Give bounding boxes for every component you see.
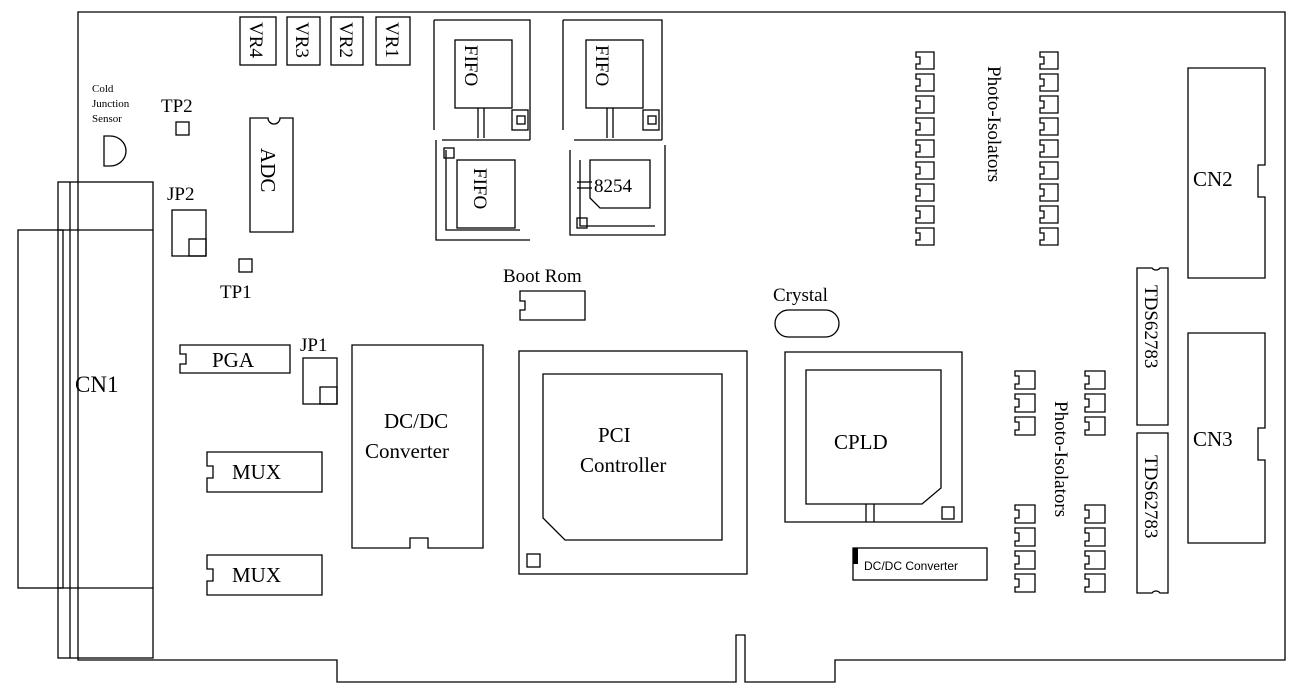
tds-label-upper: TDS62783 bbox=[1140, 285, 1161, 368]
fifo-chip-top-right: FIFO bbox=[562, 19, 663, 141]
jp1-label: JP1 bbox=[300, 335, 327, 356]
boot-rom-chip: Boot Rom bbox=[503, 266, 586, 321]
photo-isolators-bottom-right bbox=[1084, 370, 1106, 593]
cpld-label: CPLD bbox=[834, 430, 888, 454]
photo-isolators-top-right bbox=[1039, 51, 1059, 246]
board-outline bbox=[77, 11, 1286, 683]
tds-label-lower: TDS62783 bbox=[1140, 455, 1161, 538]
crystal: Crystal bbox=[773, 285, 840, 338]
tp1-test-point: TP1 bbox=[220, 258, 253, 303]
tp2-label: TP2 bbox=[161, 96, 193, 117]
photo-isolators-bottom-left bbox=[1014, 370, 1036, 593]
tds62783-lower: TDS62783 bbox=[1136, 432, 1169, 594]
fifo-chip-bottom: FIFO bbox=[435, 140, 530, 241]
adc-label: ADC bbox=[256, 148, 280, 192]
vr-trimmers: VR4 VR3 VR2 VR1 bbox=[239, 16, 411, 66]
mux-chip-lower: MUX bbox=[206, 554, 323, 596]
fifo-label-top-right: FIFO bbox=[591, 45, 612, 86]
dcdc-converter-small: DC/DC Converter bbox=[852, 547, 988, 581]
vr1-label: VR1 bbox=[381, 22, 402, 58]
photo-isolators-top-left bbox=[915, 51, 935, 246]
adc-chip: ADC bbox=[249, 117, 294, 233]
mux-label-upper: MUX bbox=[232, 460, 281, 484]
boot-rom-label: Boot Rom bbox=[503, 266, 582, 287]
mux-label-lower: MUX bbox=[232, 563, 281, 587]
fifo-label-top-left: FIFO bbox=[460, 45, 481, 86]
dcdc-small-label: DC/DC Converter bbox=[864, 559, 958, 573]
dcdc-big-label-2: Converter bbox=[365, 439, 449, 463]
dcdc-converter-module: DC/DC Converter bbox=[351, 344, 484, 549]
cold-junction-label-1: Cold bbox=[92, 83, 114, 95]
pga-label: PGA bbox=[212, 348, 255, 372]
fifo-label-bottom: FIFO bbox=[469, 168, 490, 209]
jp2-label: JP2 bbox=[167, 184, 194, 205]
ic-8254-label: 8254 bbox=[594, 176, 633, 197]
dcdc-big-label-1: DC/DC bbox=[384, 409, 448, 433]
photo-isolators-label-top: Photo-Isolators bbox=[983, 66, 1004, 182]
photo-isolators-label-bottom: Photo-Isolators bbox=[1050, 401, 1071, 517]
vr2-label: VR2 bbox=[335, 22, 356, 58]
ic-8254-chip: 8254 bbox=[569, 145, 666, 236]
vr3-label: VR3 bbox=[291, 22, 312, 58]
mux-chip-upper: MUX bbox=[206, 451, 323, 493]
cn2-label: CN2 bbox=[1193, 167, 1233, 191]
cold-junction-sensor: Cold Junction Sensor bbox=[92, 83, 130, 167]
cold-junction-label-2: Junction bbox=[92, 98, 130, 110]
cn3-label: CN3 bbox=[1193, 427, 1233, 451]
jp2-jumper: JP2 bbox=[167, 184, 207, 257]
tp1-label: TP1 bbox=[220, 282, 252, 303]
vr4-label: VR4 bbox=[245, 22, 266, 58]
cn1-connector: CN1 bbox=[17, 181, 154, 659]
cn2-connector: CN2 bbox=[1187, 67, 1266, 279]
fifo-chip-top-left: FIFO bbox=[433, 19, 531, 141]
pci-label-2: Controller bbox=[580, 453, 666, 477]
cn1-label: CN1 bbox=[75, 372, 118, 397]
jp1-jumper: JP1 bbox=[300, 335, 338, 405]
pci-label-1: PCI bbox=[598, 423, 631, 447]
pci-controller-chip: PCI Controller bbox=[518, 350, 748, 575]
pga-chip: PGA bbox=[179, 344, 291, 374]
crystal-label: Crystal bbox=[773, 285, 828, 306]
cold-junction-label-3: Sensor bbox=[92, 113, 122, 125]
cn3-connector: CN3 bbox=[1187, 332, 1266, 544]
cpld-chip: CPLD bbox=[784, 351, 963, 523]
tp2-test-point: TP2 bbox=[161, 96, 193, 136]
tds62783-upper: TDS62783 bbox=[1136, 267, 1169, 426]
